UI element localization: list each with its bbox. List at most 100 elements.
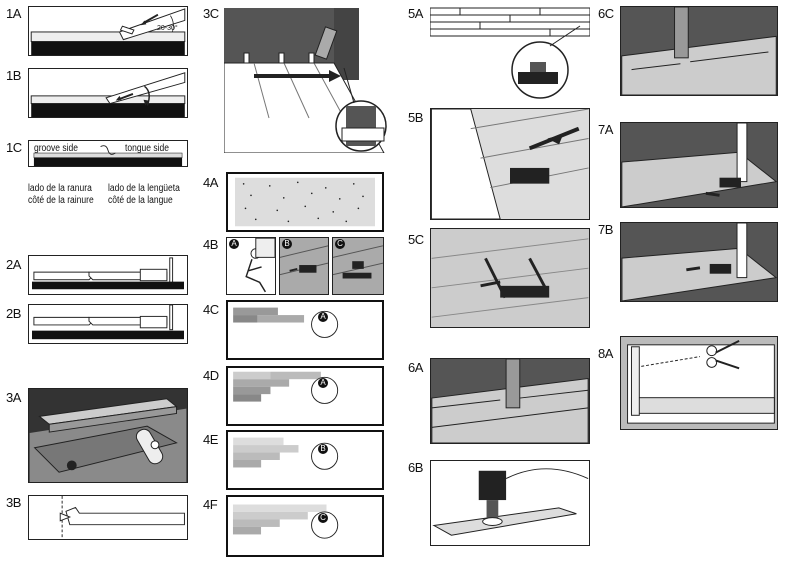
step-label-2b: 2B xyxy=(6,306,21,321)
angled-plank-illustration xyxy=(30,8,186,55)
tapping-block-scene xyxy=(431,109,589,219)
badge-4d: A xyxy=(318,378,328,388)
panel-3c xyxy=(224,8,388,153)
plank-rotate-illustration xyxy=(30,72,186,117)
panel-7b xyxy=(620,222,778,302)
panel-4c: A xyxy=(226,300,384,360)
last-row-pull-scene xyxy=(621,123,777,207)
panel-1b xyxy=(28,68,188,118)
step-label-7b: 7B xyxy=(598,222,613,237)
plank-spacer-illustration-2 xyxy=(32,305,184,340)
svg-text:●: ● xyxy=(357,206,359,210)
step-label-7a: 7A xyxy=(598,122,613,137)
badge-4c: A xyxy=(318,312,328,322)
svg-text:●: ● xyxy=(325,186,327,190)
step-label-1b: 1B xyxy=(6,68,21,83)
pull-bar-illustration xyxy=(333,238,383,294)
stagger-pattern-c xyxy=(233,307,339,338)
step-label-3a: 3A xyxy=(6,390,21,405)
step-label-4b: 4B xyxy=(203,237,218,252)
step-label-4a: 4A xyxy=(203,175,218,190)
svg-text:●: ● xyxy=(269,184,271,188)
svg-text:●: ● xyxy=(255,218,257,222)
svg-text:●: ● xyxy=(242,182,244,186)
pipe-cutout-scene xyxy=(621,7,777,95)
step-label-4c: 4C xyxy=(203,302,219,317)
panel-4b-b: B xyxy=(279,237,329,295)
panel-5b xyxy=(430,108,590,220)
badge-4b-a: A xyxy=(229,239,239,249)
step-label-1a: 1A xyxy=(6,6,21,21)
stagger-pattern-d xyxy=(233,371,339,404)
trim-cut-scene xyxy=(621,337,777,429)
stagger-pattern-e xyxy=(233,437,339,470)
row-layout-tapping xyxy=(430,7,590,99)
panel-1a: 20-30° xyxy=(28,6,188,56)
step-label-4d: 4D xyxy=(203,368,219,383)
step-label-2a: 2A xyxy=(6,257,21,272)
svg-text:●: ● xyxy=(244,206,246,210)
pull-bar-scene xyxy=(431,229,589,327)
panel-7a xyxy=(620,122,778,208)
panel-4a: ●●●●● ●●●●● ●●●●● ●●●● xyxy=(226,172,384,232)
step-label-5b: 5B xyxy=(408,110,423,125)
svg-text:●: ● xyxy=(297,180,299,184)
panel-2a xyxy=(28,255,188,295)
svg-text:●: ● xyxy=(332,210,334,214)
first-row-wall-illustration xyxy=(224,8,387,153)
svg-text:●: ● xyxy=(345,220,347,224)
badge-4e: B xyxy=(318,444,328,454)
plank-spacer-illustration xyxy=(32,257,184,290)
svg-text:●: ● xyxy=(311,192,313,196)
panel-4e: B xyxy=(226,430,384,490)
panel-4b-c: C xyxy=(332,237,384,295)
panel-2b xyxy=(28,304,188,344)
stagger-pattern-f xyxy=(232,504,339,539)
plank-layout-grid: ●●●●● ●●●●● ●●●●● ●●●● xyxy=(235,177,375,227)
step-label-1c: 1C xyxy=(6,140,22,155)
groove-side-es: lado de la ranura xyxy=(28,183,92,194)
groove-tongue-profile xyxy=(33,141,183,166)
panel-4b-a: A xyxy=(226,237,276,295)
cut-tongue-illustration xyxy=(59,496,185,539)
step-label-3b: 3B xyxy=(6,495,21,510)
groove-side-fr: côté de la rainure xyxy=(28,195,94,206)
badge-4f: C xyxy=(318,513,328,523)
tongue-side-es: lado de la lengüeta xyxy=(108,183,180,194)
panel-6c xyxy=(620,6,778,96)
badge-4b-b: B xyxy=(282,239,292,249)
last-row-pull-scene-2 xyxy=(621,223,777,301)
panel-5c xyxy=(430,228,590,328)
step-label-6b: 6B xyxy=(408,460,423,475)
underlayment-roll-illustration xyxy=(29,389,187,482)
panel-8a xyxy=(620,336,778,430)
svg-text:●: ● xyxy=(283,196,285,200)
svg-text:●: ● xyxy=(317,217,319,221)
panel-6a xyxy=(430,358,590,444)
svg-text:●: ● xyxy=(287,220,289,224)
step-label-4f: 4F xyxy=(203,497,218,512)
step-label-5c: 5C xyxy=(408,232,424,247)
step-label-6a: 6A xyxy=(408,360,423,375)
step-label-6c: 6C xyxy=(598,6,614,21)
svg-text:●: ● xyxy=(304,205,306,209)
badge-4b-c: C xyxy=(335,239,345,249)
tongue-side-label: tongue side xyxy=(125,143,169,154)
svg-text:●: ● xyxy=(353,182,355,186)
groove-side-label: groove side xyxy=(34,143,78,154)
panel-5a xyxy=(430,6,590,100)
step-label-3c: 3C xyxy=(203,6,219,21)
pipe-floor-scene xyxy=(431,359,589,443)
svg-text:●: ● xyxy=(276,208,278,212)
panel-4d: A xyxy=(226,366,384,426)
drill-illustration xyxy=(432,468,589,536)
angle-label: 20-30° xyxy=(157,25,178,32)
panel-1c: groove side tongue side xyxy=(28,140,188,167)
svg-text:●: ● xyxy=(339,197,341,201)
panel-3a xyxy=(28,388,188,483)
panel-6b xyxy=(430,460,590,546)
panel-4f: C xyxy=(226,495,384,557)
step-label-8a: 8A xyxy=(598,346,613,361)
svg-text:●: ● xyxy=(250,193,252,197)
panel-3b xyxy=(28,495,188,540)
